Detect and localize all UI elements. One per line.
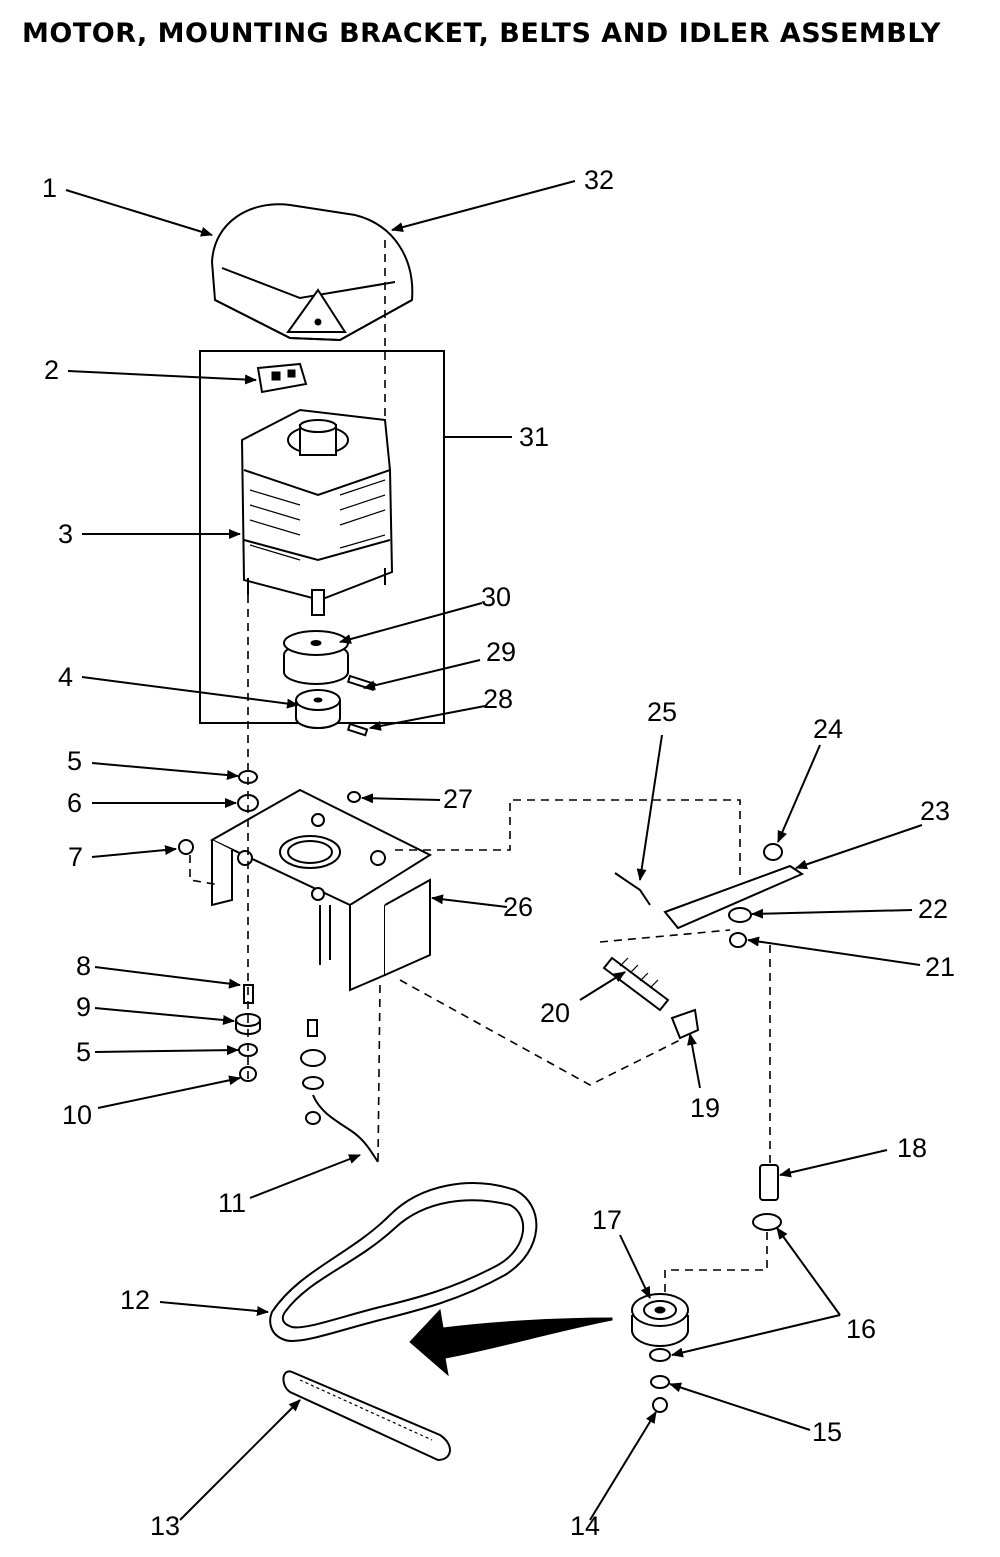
callout-5-bottom: 5 [76,1037,91,1067]
nut-24 [763,843,783,861]
drive-pulley [295,689,341,729]
motor [240,408,394,616]
callout-14: 14 [570,1511,600,1541]
callout-26: 26 [503,892,533,922]
callout-27: 27 [443,784,473,814]
callout-21: 21 [925,952,955,982]
callout-19: 19 [690,1093,720,1123]
nut-14 [652,1397,668,1413]
callout-labels: 1 2 3 4 5 6 7 8 9 5 10 11 12 13 14 15 16… [42,165,955,1541]
callout-9: 9 [76,992,91,1022]
key-part [346,722,369,737]
motor-pulley [283,630,349,685]
callout-13: 13 [150,1511,180,1541]
callout-7: 7 [68,842,83,872]
callout-31: 31 [519,422,549,452]
direction-arrow [409,1308,613,1377]
callout-4: 4 [58,662,73,692]
callout-32: 32 [584,165,614,195]
washer-22 [728,907,752,923]
callout-6: 6 [67,788,82,818]
callout-20: 20 [540,998,570,1028]
callout-11: 11 [218,1188,246,1218]
spring-hook [614,872,651,906]
diagram-title: MOTOR, MOUNTING BRACKET, BELTS AND IDLER… [22,18,941,49]
callout-10: 10 [62,1100,92,1130]
callout-30: 30 [481,582,511,612]
callout-2: 2 [44,355,59,385]
washer-16b [649,1348,671,1362]
nut-part-b [305,1111,321,1125]
callout-12: 12 [120,1285,150,1315]
callout-18: 18 [897,1133,927,1163]
idler-spring [602,956,670,1012]
idler-arm [663,864,805,930]
nut-part-27 [347,791,361,803]
idler-stud [759,1164,779,1201]
stud-part-b [307,1019,318,1037]
pin-part [346,674,376,692]
washer-16a [752,1213,782,1231]
callout-28: 28 [483,684,513,714]
spring-clip [670,1008,700,1040]
bolt-21 [729,932,747,948]
callout-15: 15 [812,1417,842,1447]
callout-8: 8 [76,951,91,981]
washer-15 [650,1375,670,1389]
callout-22: 22 [918,894,948,924]
switch-part [256,362,308,394]
ground-wire [312,1094,379,1163]
screw-part [178,839,194,855]
callout-25: 25 [647,697,677,727]
callout-3: 3 [58,519,73,549]
callout-16: 16 [846,1314,876,1344]
washer-part-c [302,1076,324,1090]
pump-belt [282,1370,451,1462]
callout-24: 24 [813,714,843,744]
callout-29: 29 [486,637,516,667]
callout-1: 1 [42,173,57,203]
callout-5-top: 5 [67,746,82,776]
drive-belt [269,1182,538,1342]
mounting-bracket [209,788,433,992]
assembly-guide-lines [189,240,771,1292]
callout-17: 17 [592,1205,622,1235]
leader-lines [65,180,923,1521]
grommet-part-b [300,1049,326,1067]
idler-pulley [631,1293,689,1347]
callout-23: 23 [920,796,950,826]
motor-cover [210,203,414,342]
